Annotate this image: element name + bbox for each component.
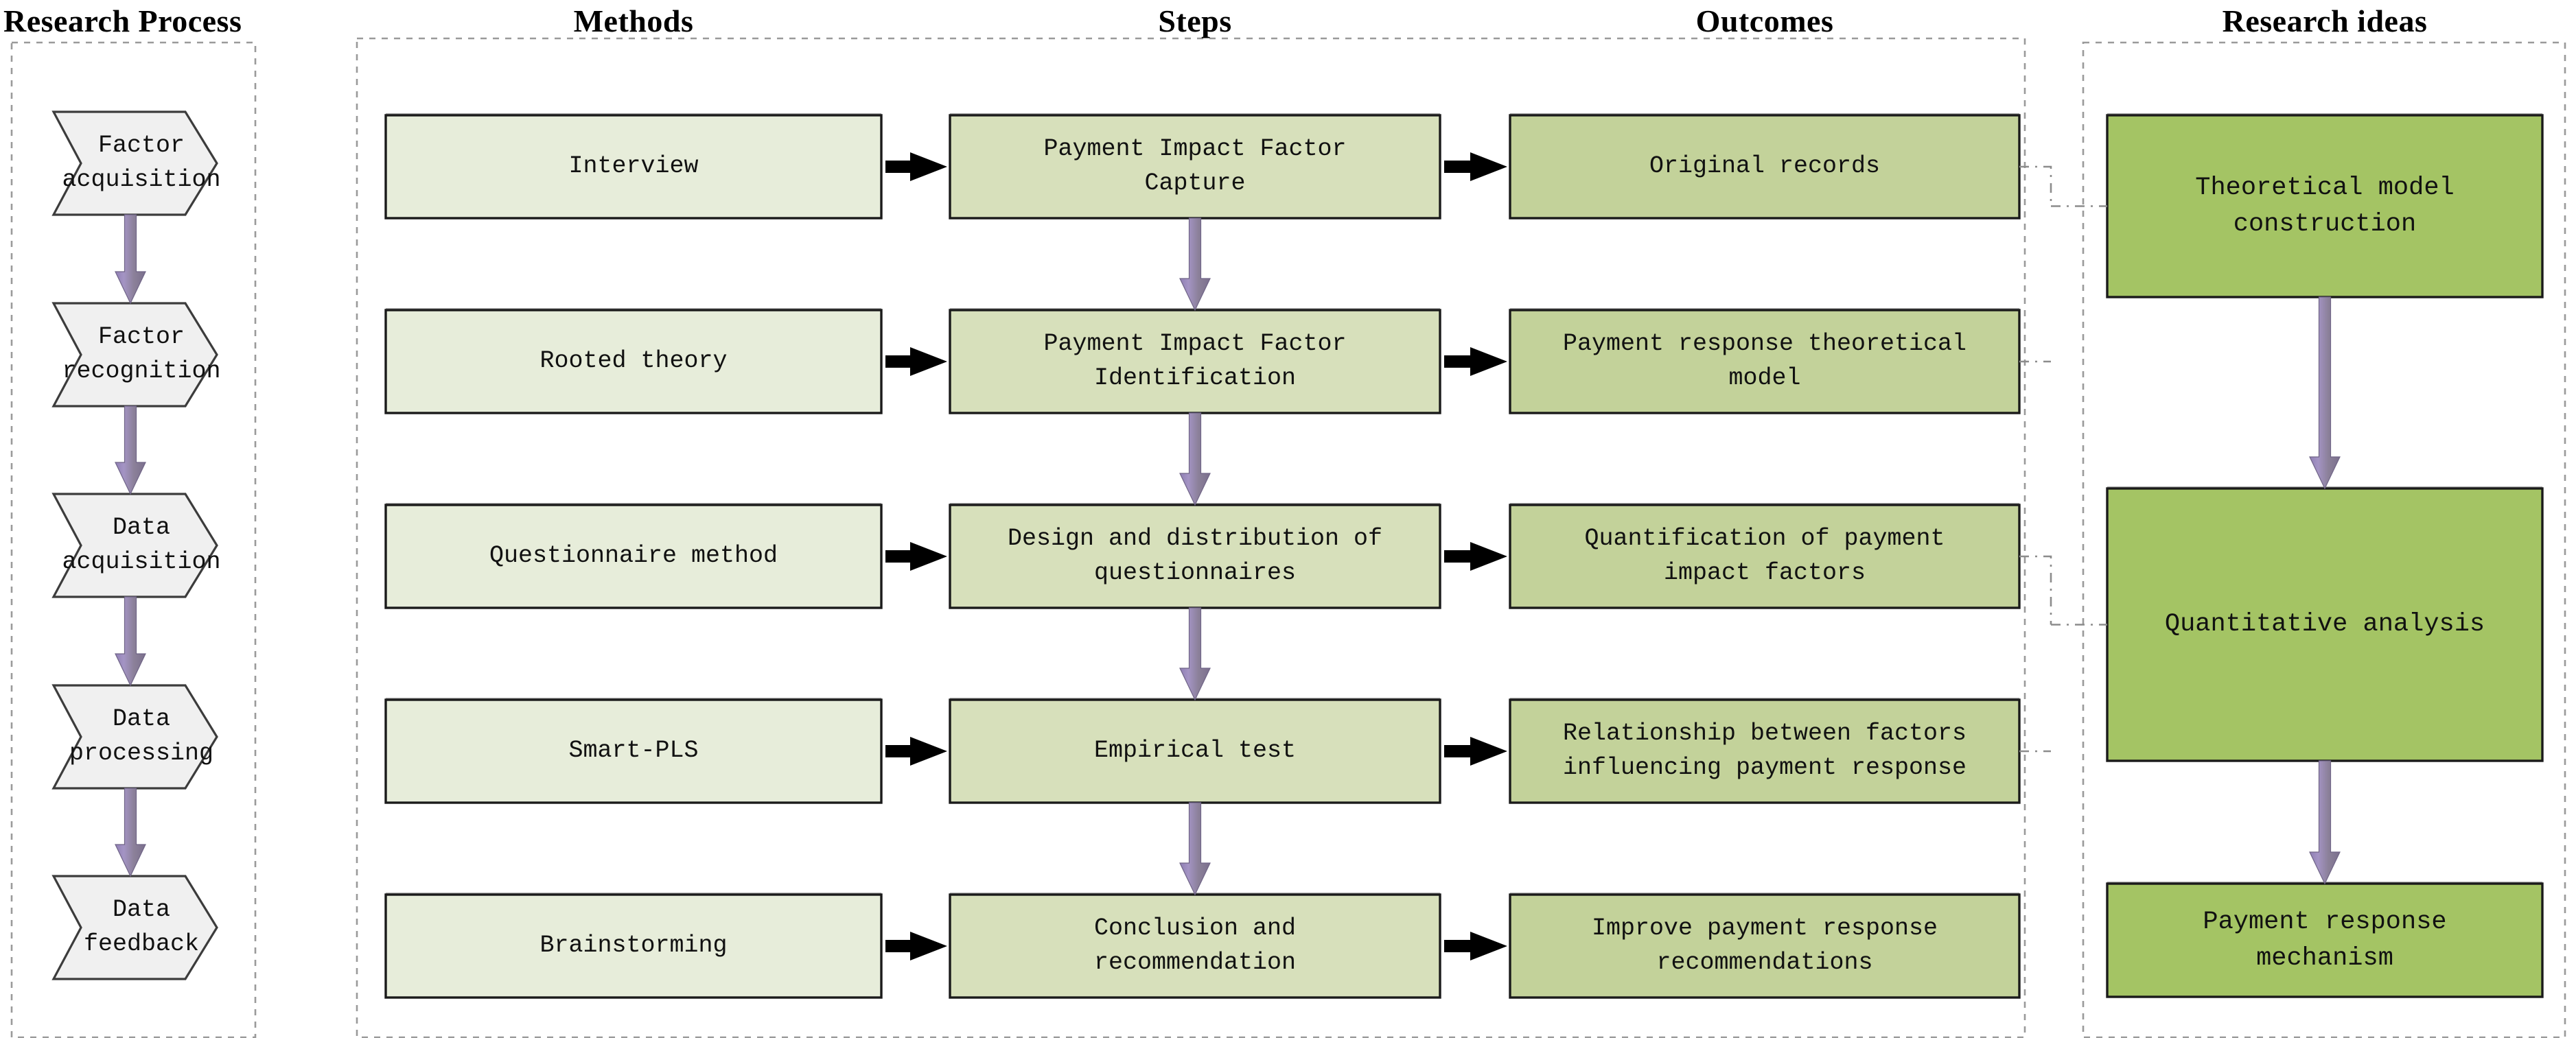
method-node-5[interactable] xyxy=(386,895,881,998)
process-node-1[interactable] xyxy=(54,112,217,215)
process-arrows xyxy=(115,214,146,877)
arrow-idea-down-2 xyxy=(2309,760,2341,885)
step-box-2[interactable] xyxy=(949,308,1441,414)
column-header-methods: Methods xyxy=(573,3,694,38)
outcome-box-1[interactable] xyxy=(1509,113,2021,220)
process-arrow-2 xyxy=(115,405,146,495)
connector-outcome1-bus xyxy=(2019,165,2052,207)
method-box-3[interactable] xyxy=(384,503,883,609)
outcome-box-4[interactable] xyxy=(1509,698,2021,804)
method-node-4[interactable] xyxy=(386,700,881,803)
method-box-5[interactable] xyxy=(384,893,883,999)
process-node-4[interactable] xyxy=(54,685,217,788)
process-arrow-1 xyxy=(115,214,146,305)
step-box-4[interactable] xyxy=(949,698,1441,804)
group-outline-research-process xyxy=(10,41,257,1038)
step-node-1[interactable] xyxy=(950,115,1440,218)
step-box-1[interactable] xyxy=(949,113,1441,220)
outcome-node-2[interactable] xyxy=(1510,310,2019,413)
method-node-2[interactable] xyxy=(386,310,881,413)
idea-box-3[interactable] xyxy=(2106,882,2544,998)
arrow-step-to-outcome-2 xyxy=(1444,347,1507,376)
arrow-step-down-4 xyxy=(1179,802,1211,896)
method-node-1[interactable] xyxy=(386,115,881,218)
connector-arrows xyxy=(885,152,2341,960)
process-arrow-4 xyxy=(115,788,146,877)
process-chevron-1[interactable] xyxy=(51,110,218,216)
process-chevron-2[interactable] xyxy=(51,302,218,408)
process-node-3[interactable] xyxy=(54,494,217,597)
arrow-method-to-step-5 xyxy=(885,932,947,960)
column-header-research_ideas: Research ideas xyxy=(2222,3,2428,38)
arrow-step-to-outcome-1 xyxy=(1444,152,1507,181)
arrow-step-to-outcome-3 xyxy=(1444,542,1507,571)
idea-node-3[interactable] xyxy=(2107,884,2542,997)
group-outline-research-ideas xyxy=(2082,41,2566,1038)
arrow-step-to-outcome-4 xyxy=(1444,737,1507,766)
process-chevron-5[interactable] xyxy=(51,875,218,980)
step-node-5[interactable] xyxy=(950,895,1440,998)
outcome-node-1[interactable] xyxy=(1510,115,2019,218)
process-chevron-3[interactable] xyxy=(51,493,218,598)
step-box-5[interactable] xyxy=(949,893,1441,999)
step-node-4[interactable] xyxy=(950,700,1440,803)
arrow-step-down-2 xyxy=(1179,412,1211,506)
arrow-method-to-step-2 xyxy=(885,347,947,376)
arrow-method-to-step-1 xyxy=(885,152,947,181)
column-header-research_process: Research Process xyxy=(3,3,242,38)
outcome-node-4[interactable] xyxy=(1510,700,2019,803)
process-node-5[interactable] xyxy=(54,876,217,979)
outcome-node-3[interactable] xyxy=(1510,505,2019,608)
column-header-steps: Steps xyxy=(1158,3,1232,38)
idea-node-2[interactable] xyxy=(2107,488,2542,761)
process-arrow-3 xyxy=(115,596,146,687)
arrow-method-to-step-3 xyxy=(885,542,947,571)
arrow-step-down-3 xyxy=(1179,607,1211,701)
column-header-outcomes: Outcomes xyxy=(1695,3,1834,38)
step-node-2[interactable] xyxy=(950,310,1440,413)
method-box-4[interactable] xyxy=(384,698,883,804)
node-rectangles xyxy=(384,113,2544,999)
arrow-method-to-step-4 xyxy=(885,737,947,766)
process-node-2[interactable] xyxy=(54,303,217,406)
outcome-node-5[interactable] xyxy=(1510,895,2019,998)
outcome-box-5[interactable] xyxy=(1509,893,2021,999)
process-chevron-4[interactable] xyxy=(51,684,218,790)
arrow-idea-down-1 xyxy=(2309,296,2341,490)
arrow-step-down-1 xyxy=(1179,217,1211,311)
method-box-2[interactable] xyxy=(384,308,883,414)
group-outline-methods-steps-outcomes xyxy=(356,37,2026,1038)
process-chevrons xyxy=(51,110,218,980)
method-box-1[interactable] xyxy=(384,113,883,220)
step-node-3[interactable] xyxy=(950,505,1440,608)
idea-box-2[interactable] xyxy=(2106,486,2544,762)
connector-outcome3-bus xyxy=(2019,555,2052,625)
method-node-3[interactable] xyxy=(386,505,881,608)
outcome-idea-connectors xyxy=(2019,165,2107,753)
outcome-box-2[interactable] xyxy=(1509,308,2021,414)
step-box-3[interactable] xyxy=(949,503,1441,609)
idea-node-1[interactable] xyxy=(2107,115,2542,297)
arrow-step-to-outcome-5 xyxy=(1444,932,1507,960)
